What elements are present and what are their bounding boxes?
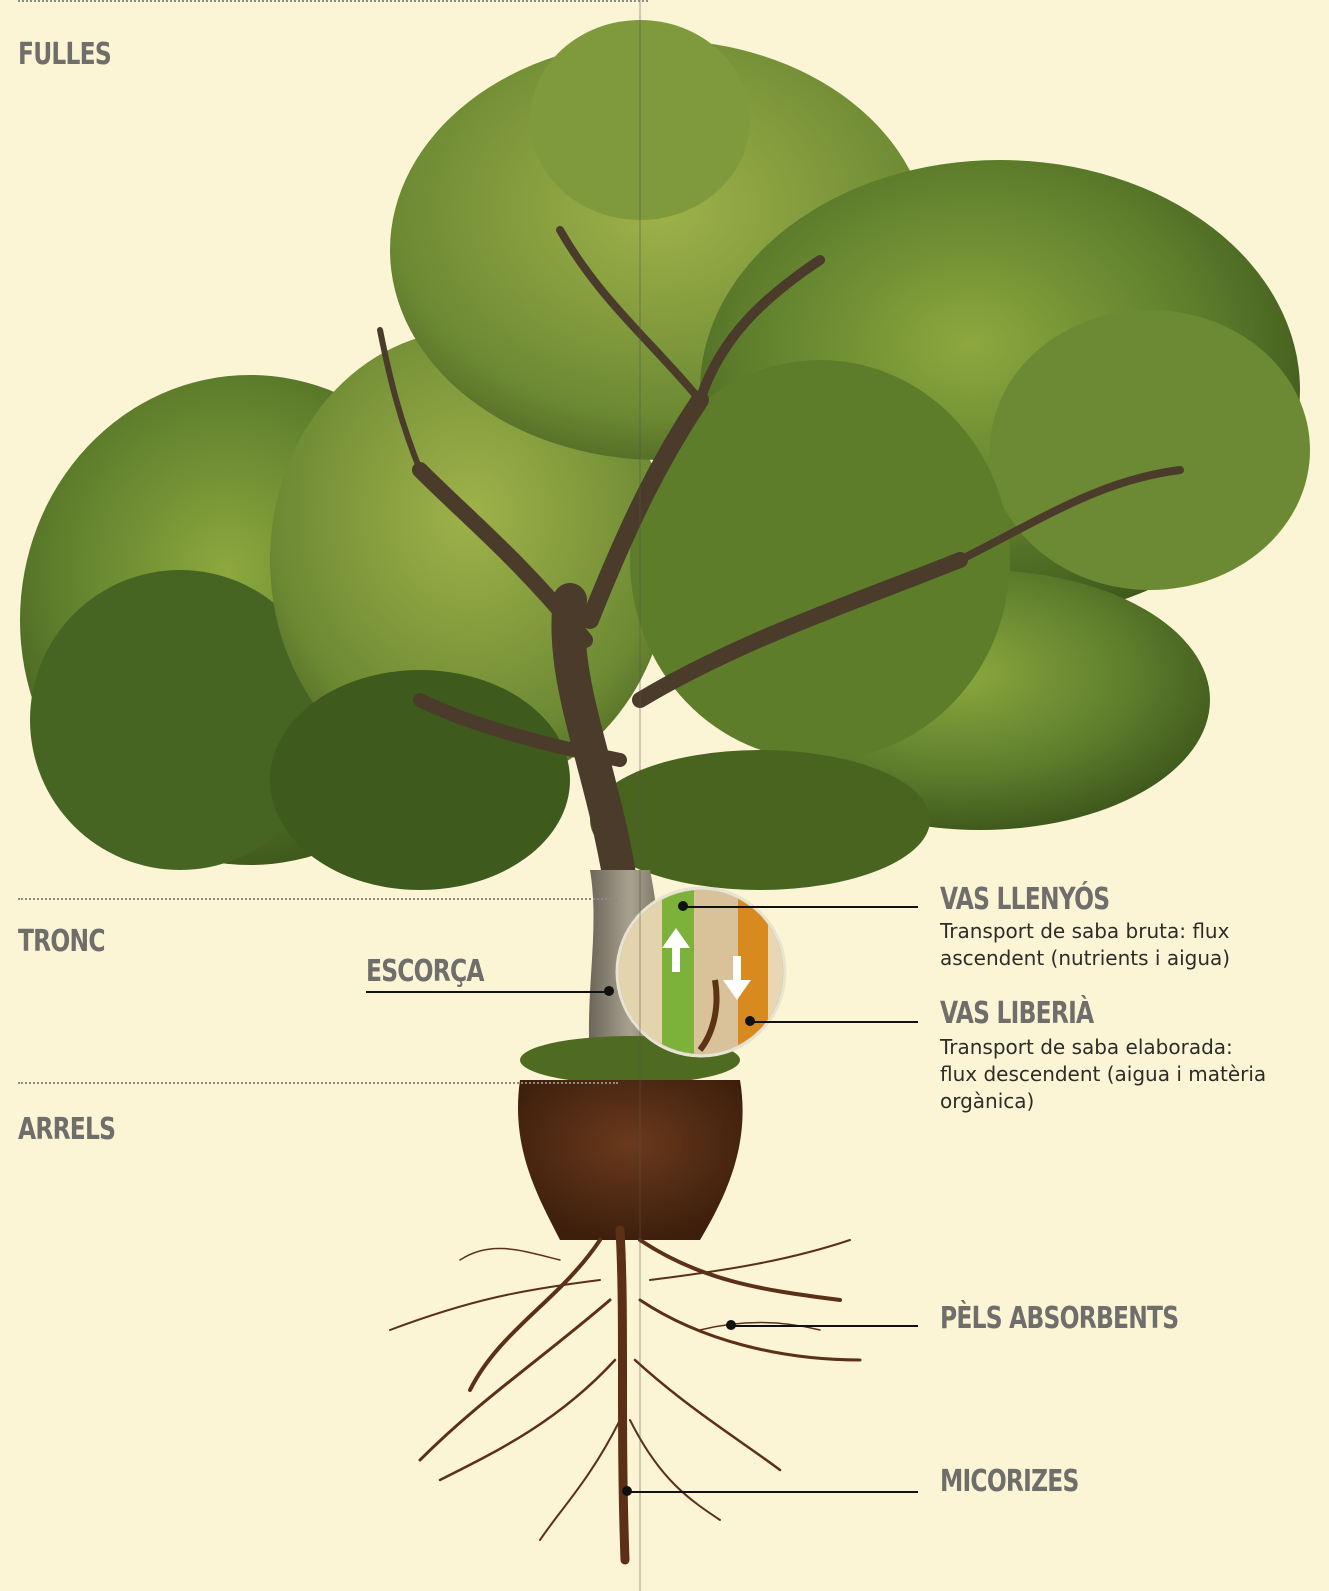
mycorrhizae-leader-line: [627, 1491, 918, 1493]
callout-bark-label: ESCORÇA: [366, 957, 484, 987]
leaves-trunk-divider: [18, 898, 618, 900]
zone-label-leaves: FULLES: [18, 40, 111, 70]
callout-root-hairs: PÈLS ABSORBENTS: [940, 1304, 1178, 1334]
phloem-leader-line: [750, 1021, 918, 1023]
zone-label-trunk: TRONC: [18, 927, 105, 957]
callout-mycorrhizae: MICORIZES: [940, 1467, 1079, 1497]
callout-phloem-text: Transport de saba elaborada: flux descen…: [940, 1034, 1270, 1115]
bark-pointer-dot: [604, 986, 614, 996]
phloem-pointer-dot: [745, 1016, 755, 1026]
root-hairs-leader-line: [731, 1325, 918, 1327]
top-dotted-line: [18, 0, 648, 2]
bark-leader-line: [366, 991, 611, 993]
xylem-leader-line: [683, 906, 918, 908]
trunk-roots-divider: [18, 1082, 618, 1084]
callout-xylem-title: VAS LLENYÓS: [940, 885, 1109, 915]
roots: [390, 1230, 860, 1560]
xylem-pointer-dot: [678, 901, 688, 911]
callout-phloem-title: VAS LIBERIÀ: [940, 999, 1093, 1029]
callout-xylem-text: Transport de saba bruta: flux ascendent …: [940, 918, 1250, 972]
zone-label-roots: ARRELS: [18, 1115, 115, 1145]
root-ball: [518, 1036, 743, 1240]
